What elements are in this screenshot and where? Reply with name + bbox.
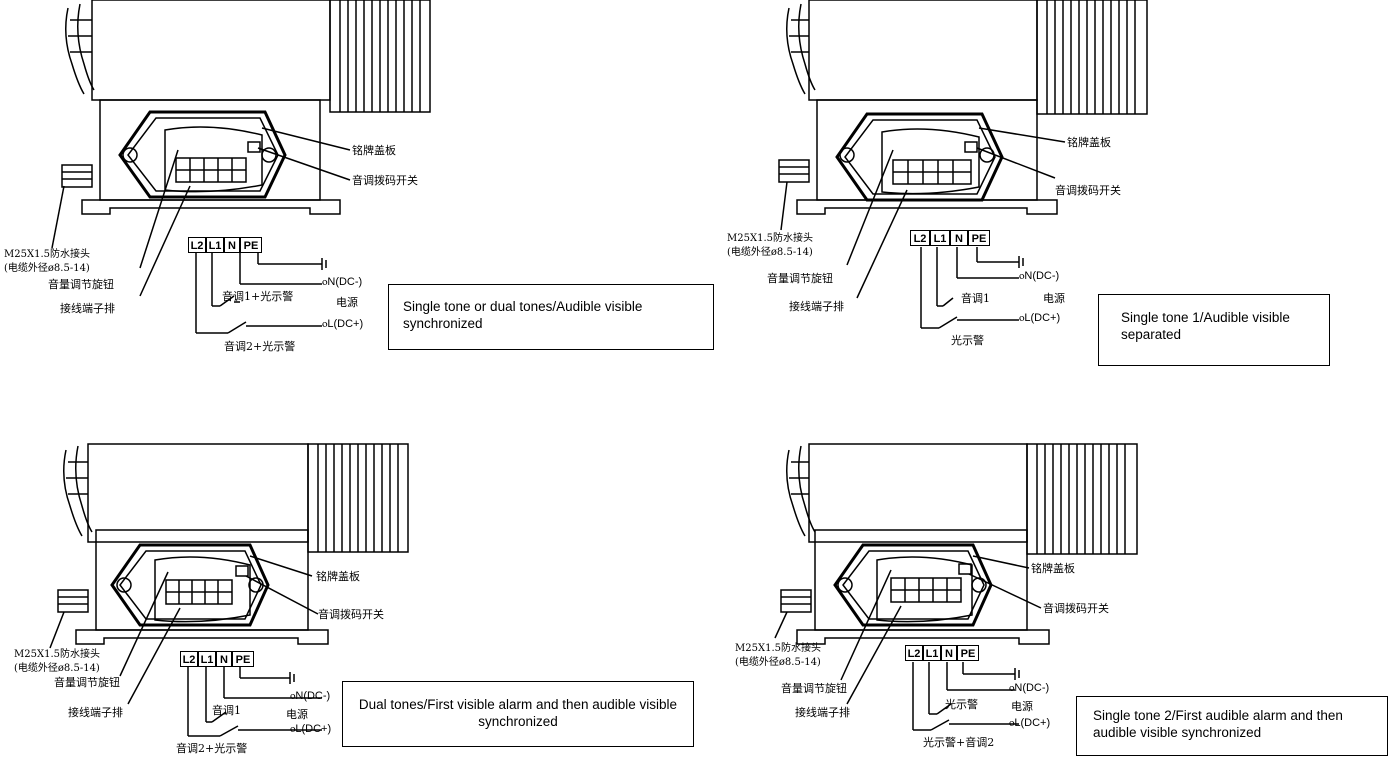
dc-positive-label: ⲟL(DC+) <box>322 318 364 330</box>
switch-1-label: 音调1 <box>961 292 990 305</box>
terminal-n: N <box>950 230 968 246</box>
terminal-l2: L2 <box>905 645 923 661</box>
terminal-pe: PE <box>957 645 979 661</box>
tone-dip-switch-label: 音调拨码开关 <box>1043 602 1109 615</box>
terminal-block-label: 接线端子排 <box>795 706 850 719</box>
terminal-l2: L2 <box>910 230 930 246</box>
terminal-block-label: 接线端子排 <box>68 706 123 719</box>
cable-od-label: (电缆外径ø8.5-14) <box>4 263 90 274</box>
terminal-l1: L1 <box>923 645 941 661</box>
switch-2-label: 音调2+光示警 <box>176 742 248 755</box>
nameplate-cover-label: 铭牌盖板 <box>1031 562 1075 575</box>
nameplate-cover-label: 铭牌盖板 <box>1067 136 1111 149</box>
cable-od-label: (电缆外径ø8.5-14) <box>735 657 821 668</box>
terminal-n: N <box>216 651 232 667</box>
gland-label: M25X1.5防水接头 <box>14 649 100 660</box>
tone-dip-switch-label: 音调拨码开关 <box>352 174 418 187</box>
power-label: 电源 <box>1043 292 1065 305</box>
terminal-l1: L1 <box>930 230 950 246</box>
gland-label: M25X1.5防水接头 <box>4 249 90 260</box>
wiring-diagram-panel-3: 铭牌盖板 音调拨码开关 M25X1.5防水接头 (电缆外径ø8.5-14) 音量… <box>0 380 697 760</box>
dc-positive-label: ⲟL(DC+) <box>1019 312 1061 324</box>
terminal-n: N <box>941 645 957 661</box>
dc-positive-label: ⲟL(DC+) <box>1009 717 1051 729</box>
nameplate-cover-label: 铭牌盖板 <box>316 570 360 583</box>
terminal-pe: PE <box>968 230 990 246</box>
dc-negative-label: ⲟN(DC-) <box>322 276 363 288</box>
wiring-diagram-panel-2: 铭牌盖板 音调拨码开关 M25X1.5防水接头 (电缆外径ø8.5-14) 音量… <box>697 0 1394 380</box>
dc-negative-label: ⲟN(DC-) <box>1009 682 1050 694</box>
volume-knob-label: 音量调节旋钮 <box>781 682 847 695</box>
terminal-l2: L2 <box>188 237 206 253</box>
gland-label: M25X1.5防水接头 <box>727 233 813 244</box>
volume-knob-label: 音量调节旋钮 <box>54 676 120 689</box>
wiring-diagram-panel-1: 铭牌盖板 音调拨码开关 M25X1.5防水接头 (电缆外径ø8.5-14) 音量… <box>0 0 714 380</box>
wiring-diagram-panel-4: 铭牌盖板 音调拨码开关 M25X1.5防水接头 (电缆外径ø8.5-14) 音量… <box>697 380 1394 760</box>
switch-1-label: 音调1+光示警 <box>222 290 294 303</box>
switch-2-label: 光示警 <box>951 334 984 347</box>
terminal-l1: L1 <box>198 651 216 667</box>
terminal-n: N <box>224 237 240 253</box>
cable-od-label: (电缆外径ø8.5-14) <box>727 247 813 258</box>
terminal-pe: PE <box>240 237 262 253</box>
dc-negative-label: ⲟN(DC-) <box>1019 270 1060 282</box>
volume-knob-label: 音量调节旋钮 <box>767 272 833 285</box>
mode-caption: Single tone 1/Audible visible separated <box>1098 294 1330 366</box>
power-label: 电源 <box>286 708 308 721</box>
tone-dip-switch-label: 音调拨码开关 <box>1055 184 1121 197</box>
terminal-block-label: 接线端子排 <box>60 302 115 315</box>
switch-1-label: 光示警 <box>945 698 978 711</box>
power-label: 电源 <box>336 296 358 309</box>
switch-1-label: 音调1 <box>212 704 241 717</box>
dc-positive-label: ⲟL(DC+) <box>290 723 332 735</box>
power-label: 电源 <box>1011 700 1033 713</box>
terminal-block-label: 接线端子排 <box>789 300 844 313</box>
sounder-drawing <box>774 443 1138 731</box>
dc-negative-label: ⲟN(DC-) <box>290 690 331 702</box>
mode-caption: Single tone 2/First audible alarm and th… <box>1076 696 1388 756</box>
terminal-pe: PE <box>232 651 254 667</box>
mode-caption: Single tone or dual tones/Audible visibl… <box>388 284 714 350</box>
gland-label: M25X1.5防水接头 <box>735 643 821 654</box>
cable-od-label: (电缆外径ø8.5-14) <box>14 663 100 674</box>
sounder-drawing <box>778 0 1148 329</box>
tone-dip-switch-label: 音调拨码开关 <box>318 608 384 621</box>
terminal-l2: L2 <box>180 651 198 667</box>
volume-knob-label: 音量调节旋钮 <box>48 278 114 291</box>
switch-2-label: 音调2+光示警 <box>224 340 296 353</box>
nameplate-cover-label: 铭牌盖板 <box>352 144 396 157</box>
sounder-drawing <box>51 0 431 334</box>
mode-caption: Dual tones/First visible alarm and then … <box>342 681 694 747</box>
sounder-drawing <box>49 443 409 737</box>
terminal-l1: L1 <box>206 237 224 253</box>
switch-2-label: 光示警+音调2 <box>923 736 995 749</box>
